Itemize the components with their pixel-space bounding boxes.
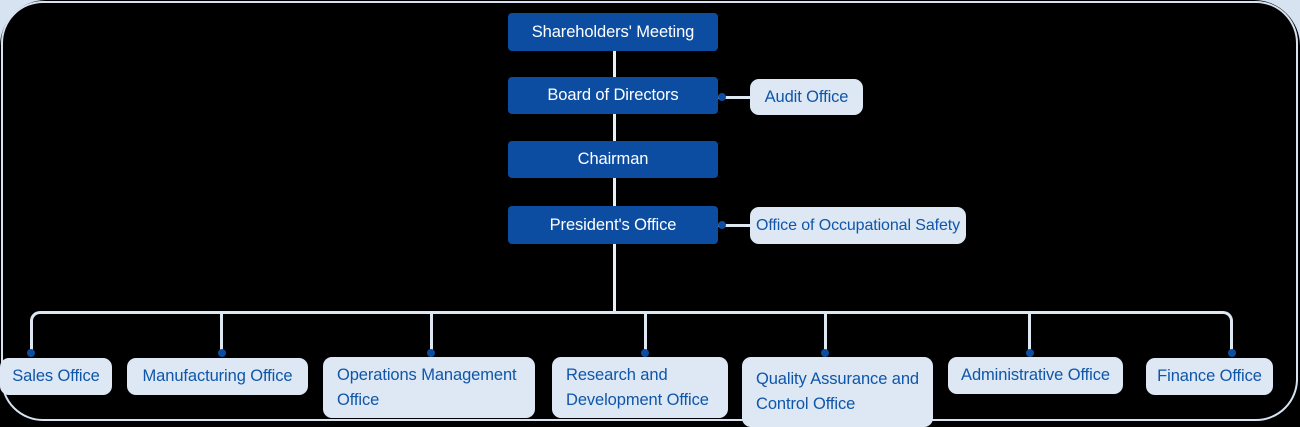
connector-board-audit — [718, 96, 750, 99]
node-board-of-directors: Board of Directors — [508, 77, 718, 114]
connector-dot-rnd — [641, 349, 649, 357]
node-presidents-office: President's Office — [508, 206, 718, 244]
connector-department-bracket — [30, 311, 1233, 353]
connector-dot-board — [718, 93, 726, 101]
connector-dot-operations — [427, 349, 435, 357]
node-shareholders-meeting: Shareholders' Meeting — [508, 13, 718, 51]
connector-drop-manufacturing — [220, 314, 223, 353]
node-administrative-office: Administrative Office — [948, 357, 1123, 394]
node-research-and-development-office: Research and Development Office — [552, 357, 728, 418]
node-quality-assurance-and-control-office: Quality Assurance and Control Office — [742, 357, 933, 427]
connector-drop-operations — [430, 314, 433, 353]
connector-drop-rnd — [644, 314, 647, 353]
node-finance-office: Finance Office — [1146, 358, 1273, 395]
connector-chairman-president — [613, 178, 616, 206]
connector-board-chairman — [613, 114, 616, 141]
connector-dot-finance — [1228, 349, 1236, 357]
connector-president-departments — [613, 244, 616, 314]
connector-drop-quality — [824, 314, 827, 353]
connector-dot-manufacturing — [218, 349, 226, 357]
node-operations-management-office: Operations Management Office — [323, 357, 535, 418]
node-chairman: Chairman — [508, 141, 718, 178]
node-manufacturing-office: Manufacturing Office — [127, 358, 308, 395]
node-sales-office: Sales Office — [0, 358, 112, 395]
connector-dot-admin — [1026, 349, 1034, 357]
connector-dot-sales — [27, 349, 35, 357]
connector-drop-admin — [1028, 314, 1031, 353]
connector-dot-quality — [821, 349, 829, 357]
connector-dot-president — [718, 221, 726, 229]
connector-president-occupational — [718, 224, 750, 227]
node-office-of-occupational-safety: Office of Occupational Safety — [750, 207, 966, 244]
node-audit-office: Audit Office — [750, 79, 863, 115]
connector-shareholders-board — [613, 51, 616, 77]
